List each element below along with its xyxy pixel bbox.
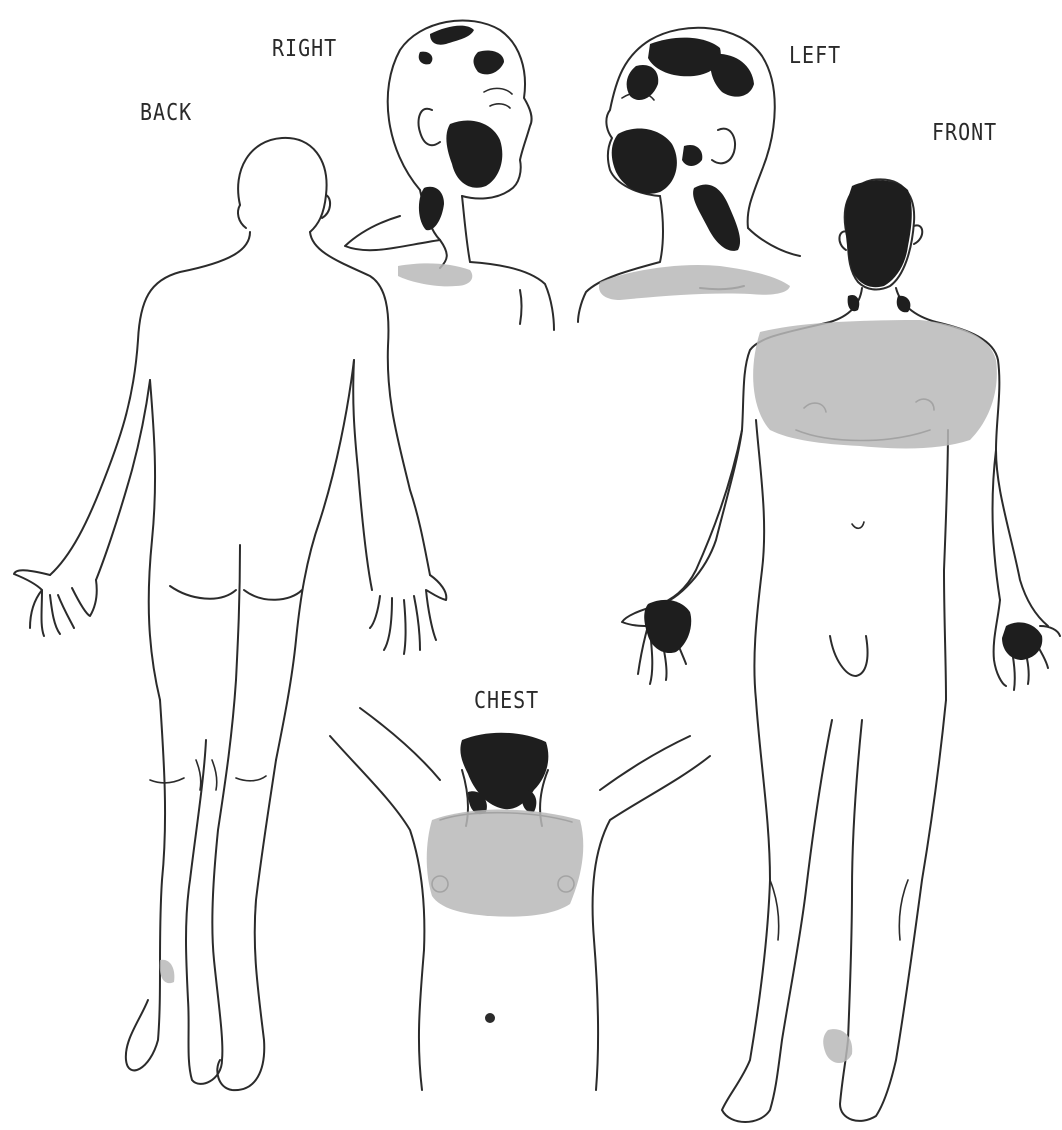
front-chest-burn (753, 320, 997, 448)
chest-navel (485, 1013, 495, 1023)
right-scalp-burn (430, 26, 474, 45)
back-torso (50, 232, 250, 575)
left-neck-burn (693, 185, 740, 251)
front-figure (622, 179, 1060, 1122)
back-figure (14, 138, 446, 1090)
right-head-view (345, 20, 554, 330)
chest-view (330, 708, 710, 1090)
back-head (238, 138, 326, 232)
front-right-hand-burn (1002, 622, 1042, 660)
left-head-view (578, 28, 800, 322)
left-scalp-burn (648, 38, 721, 77)
right-cheek-burn (446, 121, 502, 188)
back-calf-burn (160, 960, 175, 983)
chest-burn (427, 810, 584, 917)
